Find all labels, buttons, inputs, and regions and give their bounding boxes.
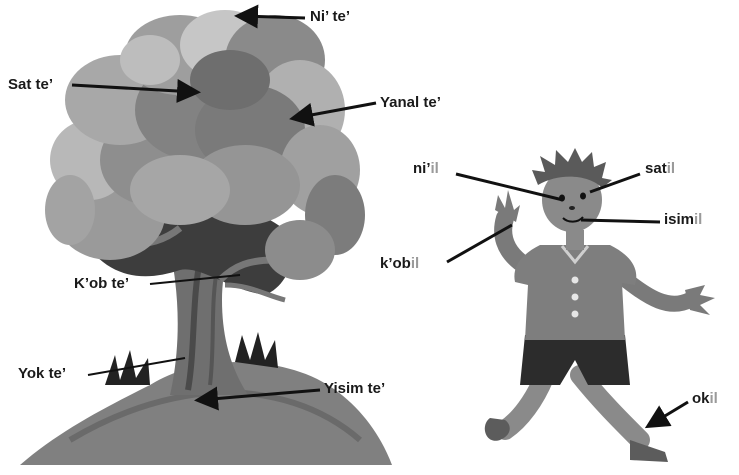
label-niil-suffix: il — [431, 160, 439, 177]
label-okil-stem: ok — [692, 390, 710, 407]
label-kobil-stem: k’ob — [380, 255, 411, 272]
label-sat-te: Sat te’ — [8, 76, 53, 93]
grass-right — [235, 332, 278, 368]
boy-right-hand — [685, 285, 715, 315]
boy — [485, 148, 715, 462]
arrow-top — [240, 16, 305, 18]
label-yok-te: Yok te’ — [18, 365, 66, 382]
shirt-button — [572, 311, 579, 318]
line-mustache — [581, 220, 660, 222]
boy-eye — [580, 193, 586, 200]
label-isimil-suffix: il — [694, 211, 702, 228]
label-isimil-stem: isim — [664, 211, 694, 228]
shirt-button — [572, 277, 579, 284]
label-satil-stem-a: sa — [645, 160, 662, 177]
label-yanal-te: Yanal te’ — [380, 94, 441, 111]
label-isimil: isimil — [664, 211, 702, 228]
label-kobil-suffix: il — [411, 255, 419, 272]
arrow-trunk-base — [88, 358, 185, 375]
label-ni-te: Ni’ te’ — [310, 8, 350, 25]
line-foot — [650, 402, 688, 425]
label-niil-stem: ni’ — [413, 160, 431, 177]
shirt-button — [572, 294, 579, 301]
label-okil-suffix: il — [710, 390, 718, 407]
label-satil-suffix: il — [667, 160, 675, 177]
label-yisim-te: Yisim te’ — [324, 380, 385, 397]
label-niil: ni’il — [413, 160, 439, 177]
boy-nose — [569, 206, 575, 210]
label-satil: satil — [645, 160, 675, 177]
label-okil: okil — [692, 390, 718, 407]
label-kob-te: K’ob te’ — [74, 275, 129, 292]
label-kobil: k’obil — [380, 255, 419, 272]
